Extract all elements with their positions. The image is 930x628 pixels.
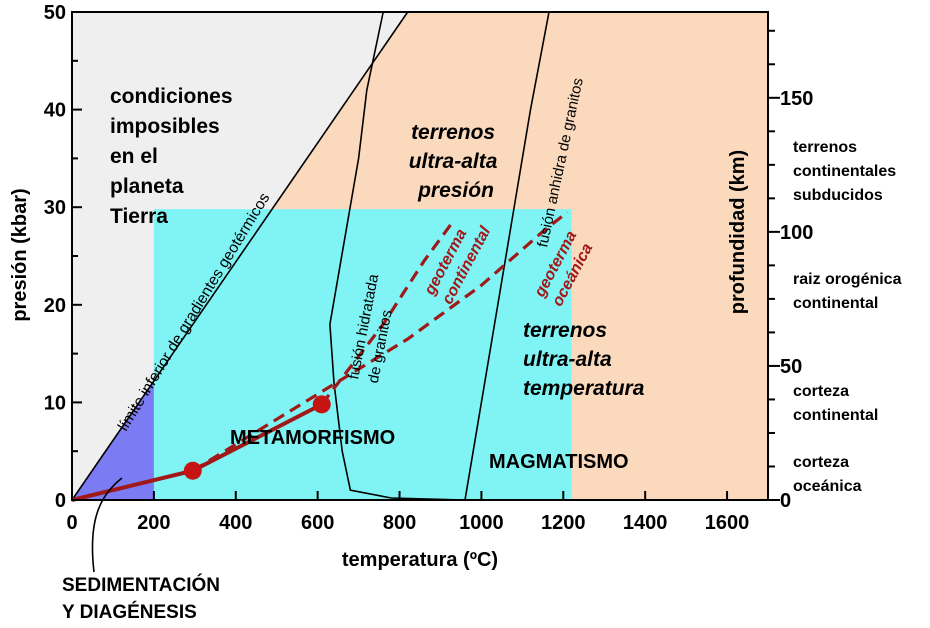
y2-tick-label: 100 (780, 222, 813, 244)
y2-tick-label: 50 (780, 356, 802, 378)
y2-axis-title: profundidad (km) (727, 150, 749, 314)
x-tick-label: 1000 (459, 512, 504, 534)
y-tick-label: 10 (44, 392, 66, 414)
y-tick-label: 30 (44, 197, 66, 219)
hydrated-granite-melting-curve (329, 11, 466, 501)
uht-terrain-label: terrenos ultra-alta temperatura (523, 319, 645, 400)
x-tick-label: 1200 (541, 512, 586, 534)
x-tick-label: 400 (219, 512, 252, 534)
corteza-continental-label: corteza continental (793, 383, 878, 424)
geoterma-continental-curve (320, 220, 455, 406)
x-tick-label: 1600 (705, 512, 750, 534)
y2-axis-ticks: 0 50 100 150 (768, 29, 813, 512)
y-tick-label: 0 (55, 490, 66, 512)
x-axis-title: temperatura (ºC) (342, 549, 498, 571)
anhydrous-granite-melting-curve (464, 11, 550, 501)
raiz-orogenica-label: raiz orogénica continental (793, 271, 906, 312)
corteza-oceanica-label: corteza oceánica (793, 454, 862, 495)
geoterma-oceanica-curve (191, 210, 569, 473)
y-tick-label: 20 (44, 295, 66, 317)
geotherm-point (312, 395, 331, 414)
y-tick-label: 40 (44, 100, 66, 122)
y-axis-ticks: 0 10 20 30 40 50 (44, 2, 82, 512)
x-tick-label: 200 (137, 512, 170, 534)
y-axis-title: presión (kbar) (9, 188, 31, 321)
metamorfismo-label: METAMORFISMO (230, 427, 395, 449)
geothermal-limit-line (71, 11, 409, 501)
y-tick-label: 50 (44, 2, 66, 24)
x-tick-label: 800 (383, 512, 416, 534)
terrenos-subducidos-label: terrenos continentales subducidos (793, 139, 901, 204)
x-tick-label: 0 (66, 512, 77, 534)
geotherm-point (183, 461, 202, 480)
x-tick-label: 1400 (623, 512, 668, 534)
sedimentacion-label: SEDIMENTACIÓN Y DIAGÉNESIS (62, 574, 225, 623)
impossible-conditions-label: condiciones imposibles en el planeta Tie… (110, 85, 238, 228)
sedimentacion-pointer (91, 477, 123, 573)
y2-tick-label: 0 (780, 490, 791, 512)
magmatismo-label: MAGMATISMO (489, 451, 629, 473)
y2-tick-label: 150 (780, 88, 813, 110)
x-axis-ticks: 0 200 400 600 800 1000 1200 1400 1600 (66, 491, 749, 534)
x-tick-label: 600 (301, 512, 334, 534)
uhp-terrain-label: terrenos ultra-alta presión (409, 121, 504, 202)
